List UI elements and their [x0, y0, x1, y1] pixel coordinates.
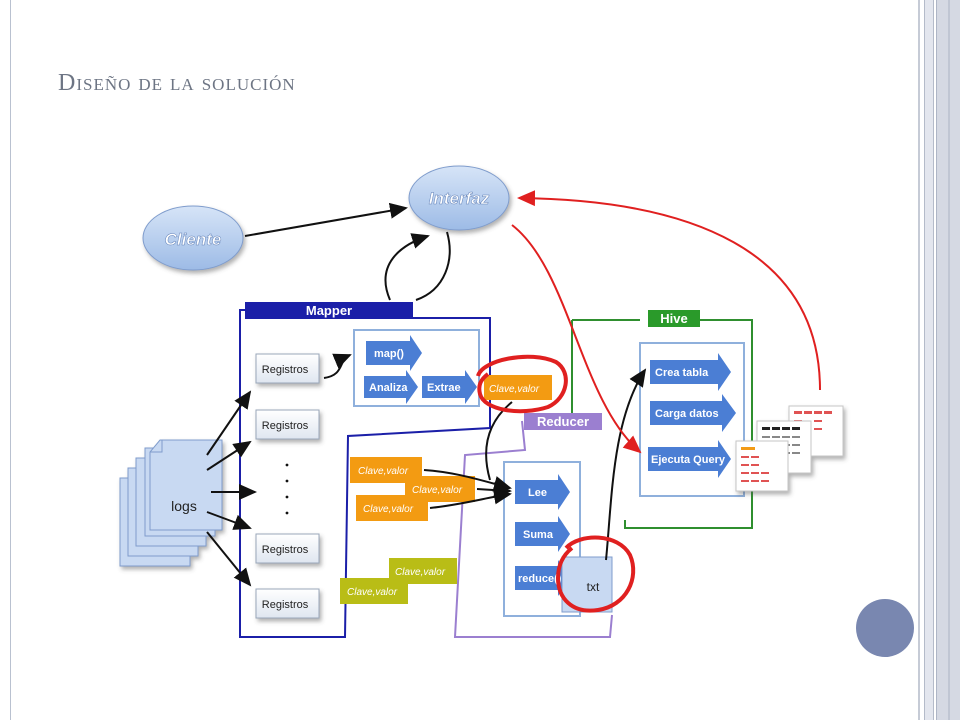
slide-title: Diseño de la solución	[58, 70, 296, 96]
ellipsis-dots	[285, 463, 289, 515]
txt-label: txt	[587, 580, 600, 594]
mapper-title-bar	[245, 302, 413, 319]
kv-highlight-circle	[476, 354, 568, 414]
reduce-step-lee: Lee	[515, 474, 570, 510]
reduce-step-reduce: reduce()	[515, 560, 570, 596]
map-step-extrae: Extrae	[422, 370, 477, 404]
svg-text:Clave,valor: Clave,valor	[347, 587, 398, 598]
registros-box-4	[255, 588, 320, 619]
svg-text:Ejecuta Query: Ejecuta Query	[651, 454, 726, 466]
reducer-title: Reducer	[537, 414, 589, 429]
hive-title: Hive	[660, 311, 687, 326]
registros-label-4: Registros	[262, 599, 309, 611]
mapper-title: Mapper	[306, 303, 352, 318]
svg-text:Analiza: Analiza	[369, 382, 408, 394]
svg-text:Crea tabla: Crea tabla	[655, 367, 709, 379]
kv-orange-mapper-output: Clave,valor	[484, 375, 552, 400]
reduce-step-suma: Suma	[515, 516, 570, 552]
svg-text:Clave,valor: Clave,valor	[358, 466, 409, 477]
map-step-analiza: Analiza	[364, 370, 418, 404]
txt-highlight-circle	[555, 535, 636, 613]
interfaz-label: Interfaz	[429, 189, 490, 208]
interfaz-to-query-arrow	[511, 224, 642, 454]
registros-box-3	[255, 533, 320, 564]
svg-text:map(): map()	[374, 348, 404, 360]
decorative-circle	[856, 599, 914, 657]
map-step-map: map()	[366, 335, 422, 371]
tables-to-interfaz-arrow	[517, 190, 821, 391]
cliente-node	[142, 205, 244, 271]
svg-text:Carga datos: Carga datos	[655, 408, 719, 420]
slide-right-decoration	[918, 0, 960, 720]
mapper-to-interfaz-arrow	[384, 233, 430, 301]
kv-orange-1: Clave,valor	[350, 457, 422, 483]
logs-stack	[119, 439, 223, 567]
reducer-title-bar	[524, 413, 602, 430]
hive-title-bar	[648, 310, 700, 327]
svg-text:Clave,valor: Clave,valor	[489, 384, 540, 395]
registros-label-3: Registros	[262, 544, 309, 556]
svg-text:reduce(): reduce()	[518, 573, 562, 585]
reducer-container-border	[453, 420, 613, 638]
svg-text:Clave,valor: Clave,valor	[395, 567, 446, 578]
hive-step-carga-datos: Carga datos	[650, 394, 736, 432]
kv-olive-2: Clave,valor	[340, 578, 408, 604]
registros-label-2: Registros	[262, 420, 309, 432]
hive-step-crea-tabla: Crea tabla	[650, 353, 731, 391]
kv-to-lee-arrows	[423, 401, 513, 509]
svg-text:Lee: Lee	[528, 487, 547, 499]
registros-label-1: Registros	[262, 364, 309, 376]
kv-orange-3: Clave,valor	[356, 495, 428, 521]
svg-text:Clave,valor: Clave,valor	[363, 504, 414, 515]
cliente-to-interfaz-arrow	[244, 202, 408, 237]
svg-text:Extrae: Extrae	[427, 382, 461, 394]
registros-box-1	[255, 353, 320, 384]
svg-text:Suma: Suma	[523, 529, 554, 541]
logs-to-registros-arrows	[206, 353, 352, 587]
logs-label: logs	[171, 498, 197, 514]
hive-step-ejecuta-query: Ejecuta Query	[648, 440, 731, 478]
slide-left-border	[0, 0, 11, 720]
interfaz-node	[408, 165, 510, 231]
result-tables-icon	[735, 405, 844, 492]
registros-box-2	[255, 409, 320, 440]
mapper-container-border	[239, 309, 491, 638]
svg-text:Clave,valor: Clave,valor	[412, 485, 463, 496]
cliente-label: Cliente	[165, 230, 222, 249]
